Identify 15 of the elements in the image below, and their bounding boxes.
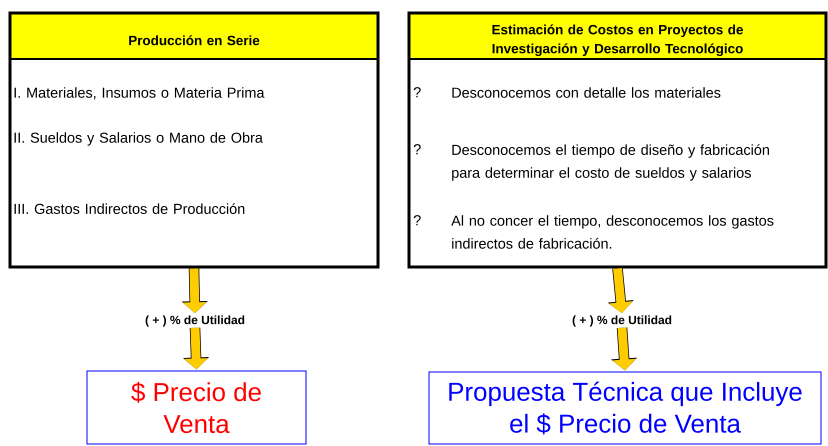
result-box: Propuesta Técnica que Incluye el $ Precio de Venta: [428, 372, 822, 444]
result-box: $ Precio de Venta: [86, 370, 306, 444]
bullet-marker: ?: [414, 144, 421, 154]
list-item: III. Gastos Indirectos de Producción: [14, 203, 244, 214]
list-item: Desconocemos el tiempo de diseño y fabricación para determinar el costo de sueldos y salarios: [452, 144, 769, 181]
list-item: I. Materiales, Insumos o Materia Prima: [14, 87, 264, 100]
list-item: II. Sueldos y Salarios o Mano de Obra: [14, 132, 263, 146]
bullet-marker: ?: [414, 87, 421, 98]
arrow-label: ( + ) % de Utilidad: [571, 314, 673, 328]
list-item: Desconocemos con detalle los materiales: [452, 87, 720, 98]
panel-header: Producción en Serie: [12, 14, 376, 58]
list-item: Al no concer el tiempo, desconocemos los gastos indirectos de fabricación.: [451, 215, 774, 249]
bullet-marker: ?: [414, 215, 421, 226]
arrow-label: ( + ) % de Utilidad: [144, 314, 246, 328]
panel-header: Estimación de Costos en Proyectos de Investigación y Desarrollo Tecnológico: [410, 14, 824, 58]
